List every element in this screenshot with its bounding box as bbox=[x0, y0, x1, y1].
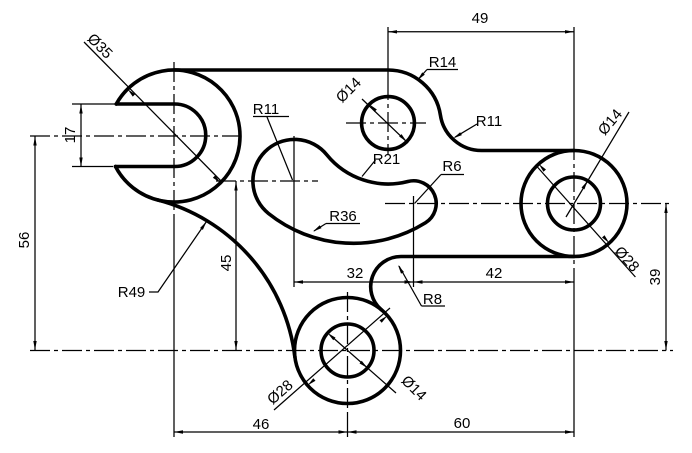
svg-text:R11: R11 bbox=[253, 101, 279, 118]
svg-text:R8: R8 bbox=[423, 291, 442, 308]
svg-text:39: 39 bbox=[647, 269, 664, 286]
svg-text:32: 32 bbox=[347, 265, 364, 282]
svg-text:17: 17 bbox=[62, 127, 79, 144]
svg-text:R49: R49 bbox=[118, 284, 146, 301]
svg-text:R21: R21 bbox=[373, 151, 401, 168]
svg-text:R11: R11 bbox=[476, 113, 502, 130]
svg-text:60: 60 bbox=[454, 415, 471, 432]
svg-text:45: 45 bbox=[218, 255, 235, 272]
svg-text:R14: R14 bbox=[429, 54, 457, 71]
svg-text:42: 42 bbox=[486, 265, 503, 282]
svg-text:R36: R36 bbox=[329, 208, 357, 225]
svg-text:R6: R6 bbox=[442, 158, 461, 175]
svg-text:46: 46 bbox=[253, 416, 270, 433]
svg-text:49: 49 bbox=[472, 10, 489, 27]
svg-text:56: 56 bbox=[16, 232, 33, 249]
